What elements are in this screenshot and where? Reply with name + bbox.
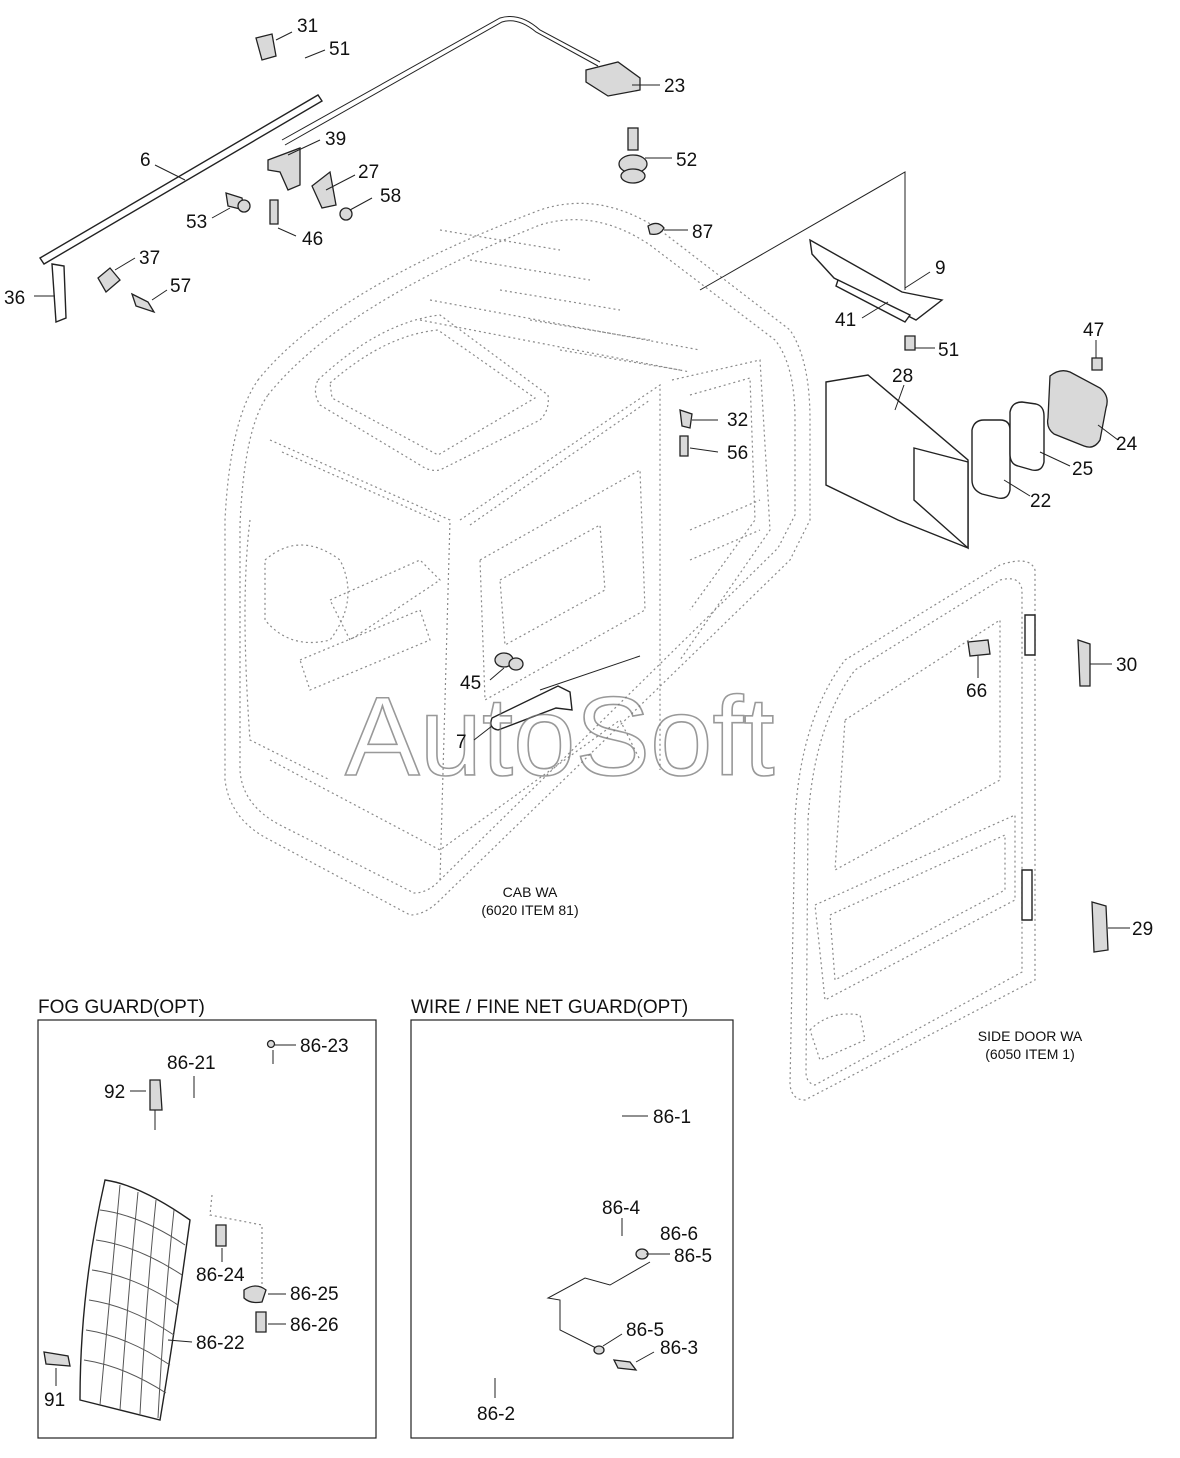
label-86-5-upper: 86-5 [674,1246,712,1267]
label-6: 6 [140,150,151,171]
label-86-24: 86-24 [196,1265,245,1286]
label-86-2: 86-2 [477,1404,515,1425]
label-56: 56 [727,443,748,464]
label-57: 57 [170,276,191,297]
part-51b [904,335,916,351]
watermark: AutoSoft [345,674,775,799]
label-52: 52 [676,150,697,171]
part-92 [149,1079,163,1111]
part-52 [627,127,639,151]
label-23: 23 [664,76,685,97]
part-86-5 [593,1345,605,1355]
side-door-caption-line2: (6050 ITEM 1) [985,1046,1074,1062]
label-86-3: 86-3 [660,1338,698,1359]
label-45: 45 [460,673,481,694]
label-86-25: 86-25 [290,1284,339,1305]
wire-guard-box [410,1019,734,1439]
fog-guard-title: FOG GUARD(OPT) [38,997,205,1018]
label-58: 58 [380,186,401,207]
wire-guard-title: WIRE / FINE NET GUARD(OPT) [411,997,688,1018]
label-47: 47 [1083,320,1104,341]
label-86-21: 86-21 [167,1053,216,1074]
label-7: 7 [456,732,467,753]
label-86-4: 86-4 [602,1198,640,1219]
label-53: 53 [186,212,207,233]
label-66: 66 [966,681,987,702]
cab-frame [224,202,811,916]
part-7 [490,685,573,731]
part-86-2-bracket [546,1261,651,1351]
part-86-24 [215,1224,227,1247]
cab-caption-line2: (6020 ITEM 81) [481,902,578,918]
label-22: 22 [1030,491,1051,512]
label-24: 24 [1116,434,1138,455]
label-86-1: 86-1 [653,1107,691,1128]
label-51-top: 51 [329,39,350,60]
part-labels: 31 51 23 52 39 6 27 58 53 46 87 37 57 36… [4,16,1153,940]
label-37: 37 [139,248,160,269]
side-door-caption-line1: SIDE DOOR WA [978,1028,1083,1044]
fog-guard-section: FOG GUARD(OPT) 8 [37,997,377,1439]
side-door-frame [789,560,1036,1101]
label-86-22: 86-22 [196,1333,245,1354]
part-27 [311,170,337,209]
label-87: 87 [692,222,713,243]
right-parts [679,171,1109,953]
part-47 [1091,357,1103,371]
label-27: 27 [358,162,379,183]
part-86-3 [612,1359,638,1371]
label-86-26: 86-26 [290,1315,339,1336]
part-91 [43,1351,71,1367]
top-parts [39,16,665,324]
part-86-26 [255,1311,267,1333]
label-39: 39 [325,129,346,150]
part-23 [585,61,641,97]
part-66 [967,639,991,657]
part-86-23 [266,1039,276,1049]
part-57 [130,292,156,314]
part-36 [51,263,67,324]
label-91: 91 [44,1390,65,1411]
part-56 [679,435,689,457]
part-87 [647,222,665,236]
label-25: 25 [1072,459,1093,480]
part-24 [1046,370,1108,448]
part-32 [679,409,693,429]
part-39 [267,147,301,191]
part-30 [1077,639,1091,687]
center-parts [490,652,641,731]
part-6 [39,94,323,265]
label-86-23: 86-23 [300,1036,349,1057]
part-25 [1009,401,1045,472]
label-29: 29 [1132,919,1153,940]
part-46 [269,199,279,225]
label-32: 32 [727,410,748,431]
label-9: 9 [935,258,946,279]
callout-leaders [34,31,1130,929]
wire-guard-section: WIRE / FINE NET GUARD(OPT) 86-1 86-4 86-… [410,997,734,1439]
label-30: 30 [1116,655,1137,676]
fog-guard-box [37,1019,377,1439]
part-37 [97,267,121,294]
part-86-25 [243,1285,267,1304]
label-31: 31 [297,16,318,37]
label-86-6: 86-6 [660,1224,698,1245]
label-86-5-lower: 86-5 [626,1320,664,1341]
cab-caption-line1: CAB WA [503,884,558,900]
part-29 [1091,901,1109,953]
part-31 [255,33,277,61]
label-36: 36 [4,288,25,309]
label-46: 46 [302,229,323,250]
part-9 [809,238,944,321]
label-41: 41 [835,310,856,331]
part-22 [971,419,1011,500]
label-28: 28 [892,366,913,387]
label-92: 92 [104,1082,125,1103]
label-51-mid: 51 [938,340,959,361]
